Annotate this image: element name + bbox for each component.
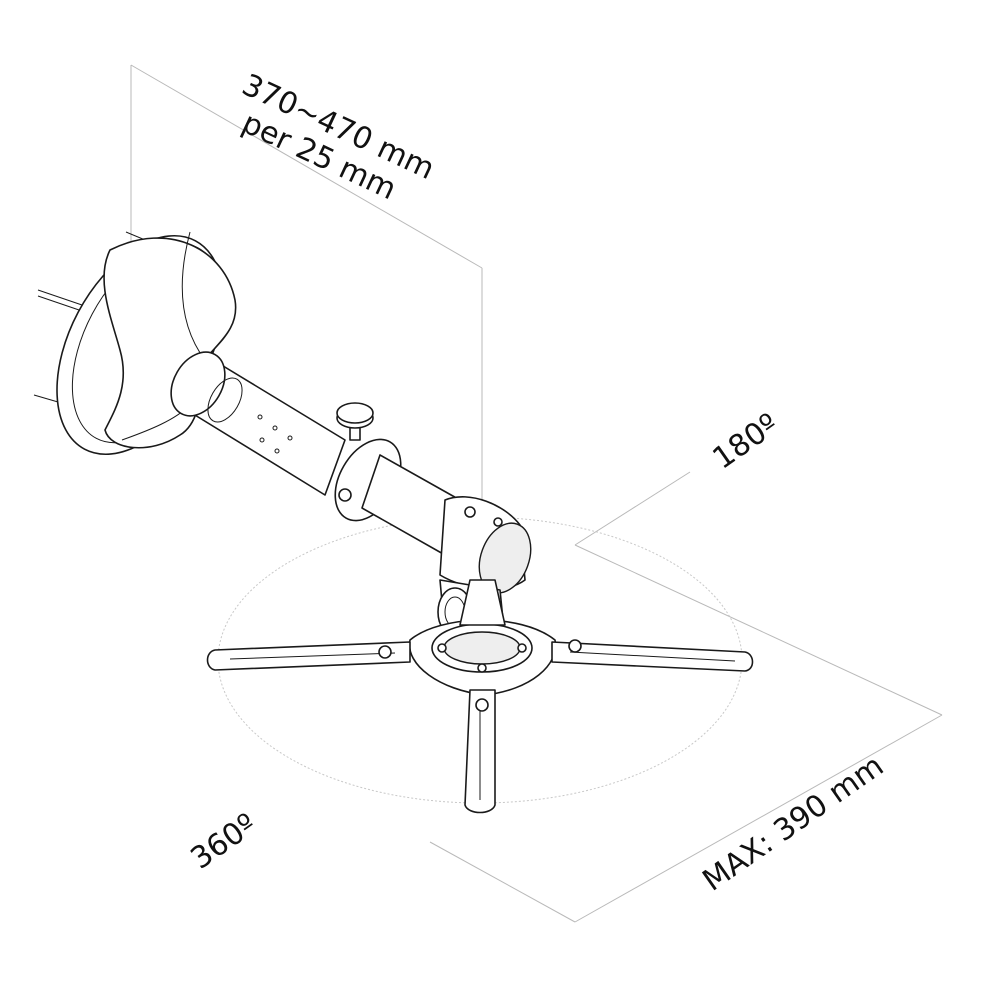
knob-cap — [336, 402, 374, 424]
locking-knob — [336, 402, 374, 441]
tube-collar — [170, 351, 226, 417]
guide-max-side — [574, 714, 943, 923]
max-size-label: MAX: 390 mm — [697, 748, 891, 898]
guide-tilt — [574, 471, 691, 546]
bell-body — [103, 237, 237, 449]
screw-top — [37, 289, 83, 306]
tilt-label: 180º — [707, 407, 786, 477]
rotation-label: 360º — [185, 807, 264, 877]
guide-top-diagonal — [130, 64, 483, 269]
spider-bracket — [206, 579, 754, 814]
arm-back — [459, 579, 506, 626]
clamp-screw — [338, 488, 352, 502]
ceiling-plate — [33, 231, 237, 456]
guide-max-top — [574, 544, 943, 716]
screw-bottom — [33, 394, 59, 403]
guide-max-bottom — [429, 841, 576, 923]
telescopic-arm — [170, 351, 461, 556]
adjustment-holes — [257, 414, 293, 454]
swivel-head — [437, 496, 532, 641]
